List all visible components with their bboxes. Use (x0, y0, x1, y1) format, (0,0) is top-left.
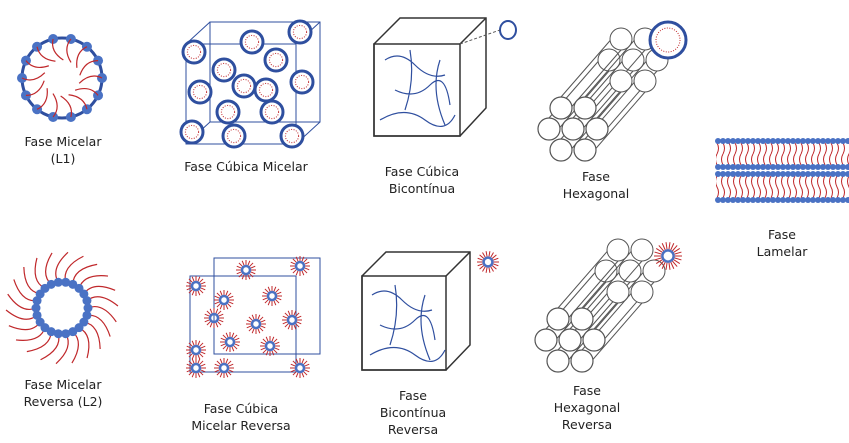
label-cubic-bicontinuous-line1: Fase Cúbica (372, 163, 472, 180)
label-hexagonal: Fase Hexagonal (546, 168, 646, 202)
label-lamellar-line1: Fase (737, 226, 827, 243)
label-micellar-reverse-line2: Reversa (L2) (16, 393, 110, 410)
hexagonal-reverse-graphic (535, 239, 682, 372)
label-hexagonal-reverse-line1: Fase (537, 382, 637, 399)
label-cubic-micellar-reverse-line1: Fase Cúbica (181, 400, 301, 417)
label-lamellar-line2: Lamelar (737, 243, 827, 260)
label-cubic-bicontinuous-reverse-line2: Bicontínua (368, 404, 458, 421)
label-hexagonal-line2: Hexagonal (546, 185, 646, 202)
label-cubic-bicontinuous-line2: Bicontínua (372, 180, 472, 197)
label-hexagonal-reverse: Fase Hexagonal Reversa (537, 382, 637, 433)
cubic-bicontinuous-reverse-graphic (362, 251, 499, 370)
label-cubic-micellar: Fase Cúbica Micelar (178, 158, 314, 175)
label-hexagonal-line1: Fase (546, 168, 646, 185)
label-cubic-micellar-line1: Fase Cúbica Micelar (178, 158, 314, 175)
hexagonal-graphic (538, 22, 686, 161)
label-micellar-reverse-line1: Fase Micelar (16, 376, 110, 393)
label-cubic-bicontinuous-reverse-line3: Reversa (368, 421, 458, 438)
label-cubic-bicontinuous-reverse-line1: Fase (368, 387, 458, 404)
micelle-l2-graphic (6, 252, 118, 363)
label-cubic-micellar-reverse-line2: Micelar Reversa (181, 417, 301, 434)
label-hexagonal-reverse-line2: Hexagonal (537, 399, 637, 416)
label-cubic-micellar-reverse: Fase Cúbica Micelar Reversa (181, 400, 301, 434)
cubic-bicontinuous-graphic (374, 18, 516, 136)
lamellar-graphic (715, 138, 849, 203)
label-lamellar: Fase Lamelar (737, 226, 827, 260)
label-cubic-bicontinuous: Fase Cúbica Bicontínua (372, 163, 472, 197)
micelle-l1-graphic (17, 34, 107, 122)
label-cubic-bicontinuous-reverse: Fase Bicontínua Reversa (368, 387, 458, 438)
label-micellar-l1-line2: (L1) (18, 150, 108, 167)
label-micellar-l1: Fase Micelar (L1) (18, 133, 108, 167)
label-micellar-reverse: Fase Micelar Reversa (L2) (16, 376, 110, 410)
label-hexagonal-reverse-line3: Reversa (537, 416, 637, 433)
label-micellar-l1-line1: Fase Micelar (18, 133, 108, 150)
cubic-micellar-graphic (181, 21, 320, 147)
cubic-micellar-reverse-graphic (186, 256, 320, 378)
